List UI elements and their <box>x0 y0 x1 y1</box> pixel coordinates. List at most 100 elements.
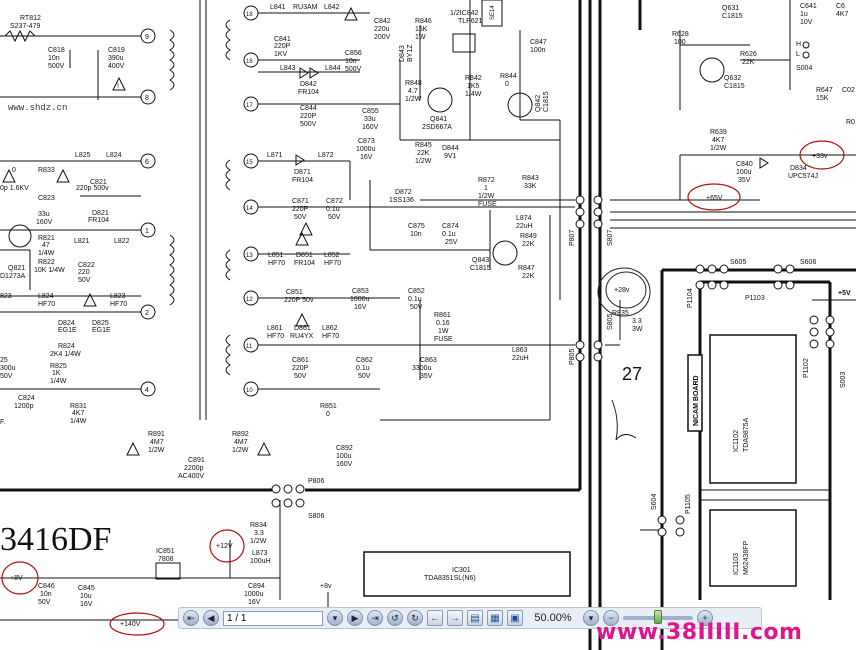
component-label: 390u <box>108 55 124 62</box>
watermark-logo: www.38IIIII.com <box>596 620 803 645</box>
zoom-slider[interactable] <box>623 610 693 624</box>
component-label: 10V <box>800 19 813 26</box>
component-label: R626 <box>740 51 757 58</box>
previous-page-icon[interactable]: ◀ <box>203 610 219 626</box>
component-label: RU3AM <box>293 4 318 11</box>
component-label: C821 <box>90 179 107 186</box>
component-label: 0.1u <box>408 296 422 303</box>
component-label: 500V <box>48 63 65 70</box>
component-label: L825 <box>75 152 91 159</box>
component-label: R849 <box>520 233 537 240</box>
component-label: R822 <box>38 259 55 266</box>
component-label: Q843 <box>472 257 489 264</box>
component-label: C1815 <box>724 83 745 90</box>
component-label: 15K <box>816 95 829 102</box>
component-label: L843 <box>280 65 296 72</box>
component-label: 4K7 <box>712 137 725 144</box>
zoom-slider-thumb[interactable] <box>654 610 662 624</box>
component-label: FUSE <box>478 201 497 208</box>
component-label: S805 <box>607 314 614 330</box>
rotate-right-icon[interactable]: ↻ <box>407 610 423 626</box>
component-label: L822 <box>114 238 130 245</box>
pin-label: 9 <box>145 34 149 41</box>
component-label: L874 <box>516 215 532 222</box>
zoom-in-icon[interactable]: + <box>697 610 713 626</box>
component-label: 22K <box>742 59 755 66</box>
page-number-input[interactable] <box>223 610 323 626</box>
component-label: R843 <box>522 175 539 182</box>
component-label: 220P <box>300 113 317 120</box>
component-label: 200V <box>374 34 391 41</box>
component-label: 0.1u <box>442 231 456 238</box>
component-label: 10n <box>40 591 52 598</box>
component-label: C823 <box>38 195 55 202</box>
component-label: 1KV <box>274 51 288 58</box>
last-page-icon[interactable]: ⇥ <box>367 610 383 626</box>
component-label: R0 <box>846 119 855 126</box>
component-label: C852 <box>408 288 425 295</box>
component-label: L852 <box>324 252 340 259</box>
component-label: S004 <box>796 65 812 72</box>
component-label: D834 <box>790 165 807 172</box>
component-label: C862 <box>356 357 373 364</box>
component-label: L862 <box>322 325 338 332</box>
component-label: 100u <box>736 169 752 176</box>
back-arrow-icon[interactable]: ← <box>427 610 443 626</box>
zoom-out-icon[interactable]: − <box>603 610 619 626</box>
component-label: 50V <box>410 304 423 311</box>
component-label: 1/2W <box>710 145 727 152</box>
component-label: R639 <box>710 129 727 136</box>
next-page-icon[interactable]: ▶ <box>347 610 363 626</box>
single-page-icon[interactable]: ▤ <box>467 610 483 626</box>
pin-label: 14 <box>246 206 253 212</box>
zoom-dropdown-icon[interactable]: ▾ <box>583 610 599 626</box>
component-label: 220P <box>292 206 309 213</box>
component-label: HF70 <box>324 260 341 267</box>
wires <box>0 0 856 621</box>
component-label: P807 <box>569 230 576 246</box>
component-label: C641 <box>800 3 817 10</box>
component-label: IC1103 <box>733 553 740 575</box>
component-label: FUSE <box>434 336 453 343</box>
component-label: C840 <box>736 161 753 168</box>
component-label: L824 <box>38 293 54 300</box>
component-label: 1/2W <box>405 96 422 103</box>
fit-page-icon[interactable]: ▣ <box>507 610 523 626</box>
two-page-icon[interactable]: ▦ <box>487 610 503 626</box>
component-label: 10K 1/4W <box>34 267 65 274</box>
viewer-toolbar: ⇤ ◀ ▾ ▶ ⇥ ↺ ↻ ← → ▤ ▦ ▣ 50.00% ▾ − + <box>178 607 762 629</box>
component-label: 15K <box>415 26 428 33</box>
component-label: FR104 <box>88 217 109 224</box>
component-label: RT812 <box>20 15 41 22</box>
zoom-label: 50.00% <box>534 612 572 624</box>
component-label: 100u <box>336 453 352 460</box>
component-label: 0.16 <box>436 320 450 327</box>
component-label: 3300u <box>412 365 432 372</box>
first-page-icon[interactable]: ⇤ <box>183 610 199 626</box>
mid-components: L841 RU3AM L842 C841 220P 1KV C842 220u … <box>126 0 550 480</box>
component-label: 10n <box>48 55 60 62</box>
page-dropdown-icon[interactable]: ▾ <box>327 610 343 626</box>
component-label: 1000u <box>356 146 376 153</box>
component-label: 220P 50v <box>284 297 314 304</box>
component-label: D844 <box>442 145 459 152</box>
component-label: 33u <box>364 116 376 123</box>
rotate-left-icon[interactable]: ↺ <box>387 610 403 626</box>
component-label: 50V <box>38 599 51 606</box>
component-label: D824 <box>58 320 75 327</box>
forward-arrow-icon[interactable]: → <box>447 610 463 626</box>
component-label: L861 <box>267 325 283 332</box>
component-label: C844 <box>300 105 317 112</box>
component-label: 1/4W <box>50 378 67 385</box>
component-label: 0.1u <box>356 365 370 372</box>
left-components: RT812 S237-479 C818 10n 500V C819 390u 4… <box>0 15 130 426</box>
component-label: HF70 <box>267 333 284 340</box>
component-label: L844 <box>325 65 341 72</box>
component-label: C863 <box>420 357 437 364</box>
component-label: R844 <box>500 73 517 80</box>
component-label: FR104 <box>292 177 313 184</box>
component-label: 0 <box>326 411 330 418</box>
component-label: D821 <box>92 210 109 217</box>
transformer <box>169 0 231 420</box>
component-label: 4M7 <box>234 439 248 446</box>
